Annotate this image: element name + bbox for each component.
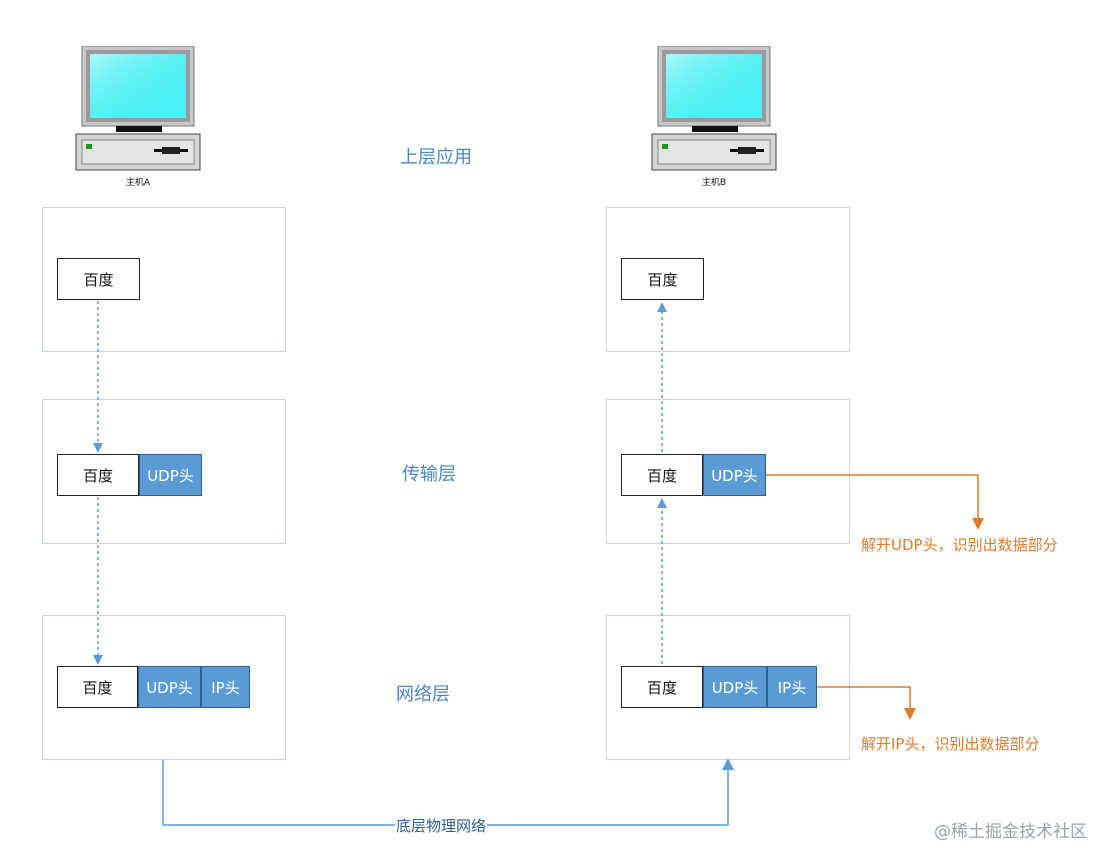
host-a-network-udp-header-cell: UDP头 xyxy=(138,666,201,708)
host-a-transport-data-cell: 百度 xyxy=(57,454,139,496)
host-b-transport-udp-header-cell: UDP头 xyxy=(703,454,766,496)
host-b-network-ip-header-cell: IP头 xyxy=(767,666,817,708)
ip-unpack-arrow xyxy=(817,686,916,720)
host-b-network-data-cell: 百度 xyxy=(621,666,703,708)
host-b-app-data-cell: 百度 xyxy=(621,258,704,300)
host-b-up-arrow-1 xyxy=(657,498,667,664)
layer-label-application: 上层应用 xyxy=(400,147,472,168)
ip-unpack-note: 解开IP头，识别出数据部分 xyxy=(861,735,1040,753)
physical-network-label: 底层物理网络 xyxy=(395,815,488,836)
host-a-label: 主机A xyxy=(125,178,151,188)
udp-unpack-arrow xyxy=(766,474,984,530)
host-a-transport-udp-header-cell: UDP头 xyxy=(139,454,202,496)
layer-label-network: 网络层 xyxy=(396,684,450,705)
host-a-app-data-cell: 百度 xyxy=(57,258,140,300)
layer-label-transport: 传输层 xyxy=(402,464,456,485)
host-b-transport-data-cell: 百度 xyxy=(621,454,703,496)
watermark: @稀土掘金技术社区 xyxy=(934,822,1087,842)
host-b-network-udp-header-cell: UDP头 xyxy=(703,666,767,708)
host-b-label: 主机B xyxy=(701,178,727,188)
host-a-network-data-cell: 百度 xyxy=(57,666,138,708)
udp-unpack-note: 解开UDP头，识别出数据部分 xyxy=(861,536,1058,554)
host-a-computer-icon xyxy=(74,45,202,172)
host-a-network-ip-header-cell: IP头 xyxy=(201,666,250,708)
host-a-down-arrow-1 xyxy=(93,301,103,453)
host-b-computer-icon xyxy=(650,45,778,172)
host-b-up-arrow-2 xyxy=(657,302,667,452)
host-a-down-arrow-2 xyxy=(93,497,103,665)
